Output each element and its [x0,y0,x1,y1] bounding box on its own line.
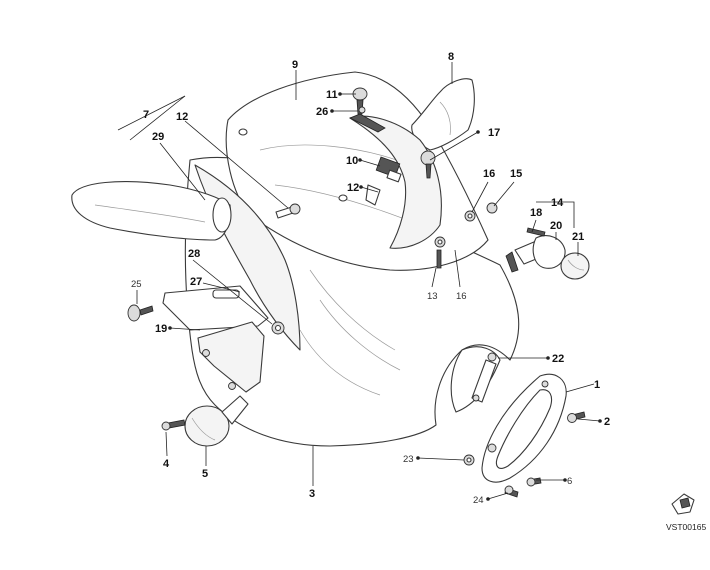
trim-clip [127,304,154,322]
left-mount-plate [162,285,285,393]
label-part-16-lower: 16 [456,291,467,302]
bike-scale-icon [671,493,695,515]
label-part-5: 5 [202,468,208,480]
label-part-17: 17 [488,127,500,139]
label-part-16-upper: 16 [483,168,495,180]
label-part-9: 9 [292,59,298,71]
bolt-left [275,203,301,219]
drawing-reference: VST00165 [666,493,706,532]
label-part-27: 27 [190,276,202,288]
label-part-26: 26 [316,106,328,118]
label-part-8: 8 [448,51,454,63]
label-part-18: 18 [530,207,542,219]
leader-lines [117,62,601,500]
leader-dots [168,92,602,501]
label-part-28: 28 [188,248,200,260]
label-part-4: 4 [163,458,170,470]
part-number-labels: 1 2 3 4 5 6 7 8 9 10 11 12 12 13 14 15 1… [131,51,610,506]
label-part-15: 15 [510,168,522,180]
label-part-20: 20 [550,220,562,232]
label-part-2: 2 [604,416,610,428]
instrument-bracket [349,113,442,249]
label-part-23: 23 [403,454,414,465]
mirror-right [411,78,475,151]
label-part-7: 7 [143,109,149,121]
label-part-11: 11 [326,89,338,101]
label-part-19: 19 [155,323,167,335]
label-part-14: 14 [551,197,564,209]
right-indicator-assembly [505,227,590,280]
label-part-24: 24 [473,495,484,506]
windscreen-hardware [352,87,498,269]
front-indicator-left [161,395,249,447]
label-part-6: 6 [567,476,572,487]
headlight-strip [471,352,497,403]
label-part-13: 13 [427,291,438,302]
label-part-10: 10 [346,155,358,167]
label-part-1: 1 [594,379,600,391]
label-part-21: 21 [572,231,584,243]
mirror-left [71,181,232,241]
label-part-29: 29 [152,131,164,143]
label-part-12-lower: 12 [347,182,359,194]
label-part-3: 3 [309,488,315,500]
drawing-code: VST00165 [666,522,706,532]
label-part-25: 25 [131,279,142,290]
label-part-22: 22 [552,353,564,365]
label-part-12-upper: 12 [176,111,188,123]
